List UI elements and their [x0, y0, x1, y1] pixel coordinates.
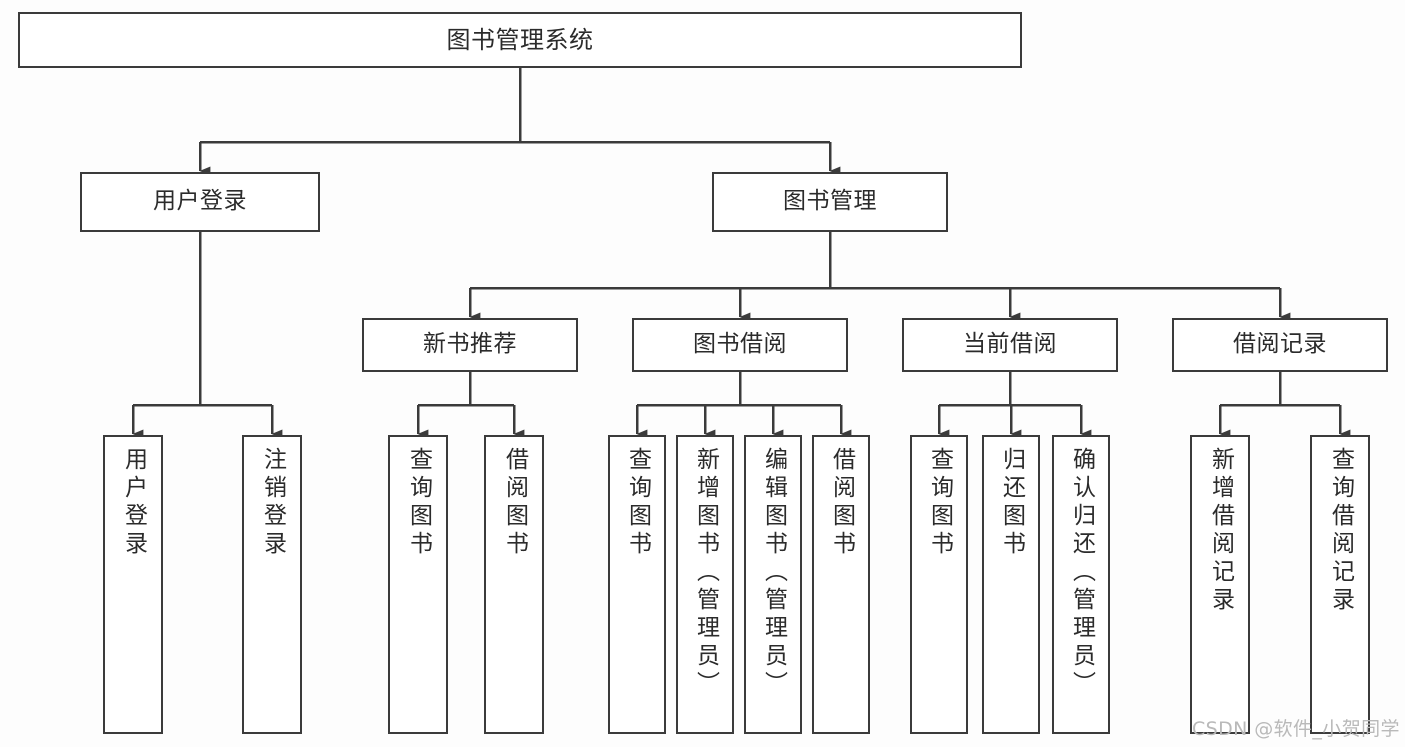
node-label-l-userlogin: 用户登录: [120, 447, 147, 559]
node-label-l-return: 归还图书: [998, 447, 1025, 559]
node-label-current: 当前借阅: [963, 331, 1057, 358]
node-label-l-q3: 查询图书: [926, 447, 953, 559]
node-l-edit[interactable]: 编辑图书（管理员）: [744, 435, 802, 734]
node-label-l-qrec: 查询借阅记录: [1327, 447, 1354, 615]
node-l-addrec[interactable]: 新增借阅记录: [1190, 435, 1250, 734]
node-label-l-b2: 借阅图书: [828, 447, 855, 559]
node-label-records: 借阅记录: [1233, 331, 1327, 358]
node-label-l-confirm: 确认归还（管理员）: [1068, 447, 1095, 699]
node-label-l-addrec: 新增借阅记录: [1207, 447, 1234, 615]
node-label-l-q2: 查询图书: [624, 447, 651, 559]
node-label-root: 图书管理系统: [446, 25, 594, 54]
node-label-l-logout: 注销登录: [259, 447, 286, 559]
node-l-q2[interactable]: 查询图书: [608, 435, 666, 734]
node-login[interactable]: 用户登录: [80, 172, 320, 232]
node-label-newbook: 新书推荐: [423, 331, 517, 358]
node-newbook[interactable]: 新书推荐: [362, 318, 578, 372]
node-label-l-edit: 编辑图书（管理员）: [760, 447, 787, 699]
node-label-login: 用户登录: [153, 188, 247, 215]
node-bookmgmt[interactable]: 图书管理: [712, 172, 948, 232]
node-label-l-b1: 借阅图书: [501, 447, 528, 559]
node-records[interactable]: 借阅记录: [1172, 318, 1388, 372]
node-l-b2[interactable]: 借阅图书: [812, 435, 870, 734]
edge-group: [131, 68, 1351, 439]
node-l-q1[interactable]: 查询图书: [388, 435, 448, 734]
node-l-q3[interactable]: 查询图书: [910, 435, 968, 734]
node-label-l-add: 新增图书（管理员）: [692, 447, 719, 699]
node-l-return[interactable]: 归还图书: [982, 435, 1040, 734]
node-l-qrec[interactable]: 查询借阅记录: [1310, 435, 1370, 734]
node-current[interactable]: 当前借阅: [902, 318, 1118, 372]
node-l-userlogin[interactable]: 用户登录: [103, 435, 163, 734]
node-l-add[interactable]: 新增图书（管理员）: [676, 435, 734, 734]
node-l-logout[interactable]: 注销登录: [242, 435, 302, 734]
node-label-bookmgmt: 图书管理: [783, 188, 877, 215]
node-l-b1[interactable]: 借阅图书: [484, 435, 544, 734]
node-root[interactable]: 图书管理系统: [18, 12, 1022, 68]
node-label-l-q1: 查询图书: [405, 447, 432, 559]
node-l-confirm[interactable]: 确认归还（管理员）: [1052, 435, 1110, 734]
node-borrow[interactable]: 图书借阅: [632, 318, 848, 372]
node-label-borrow: 图书借阅: [693, 331, 787, 358]
